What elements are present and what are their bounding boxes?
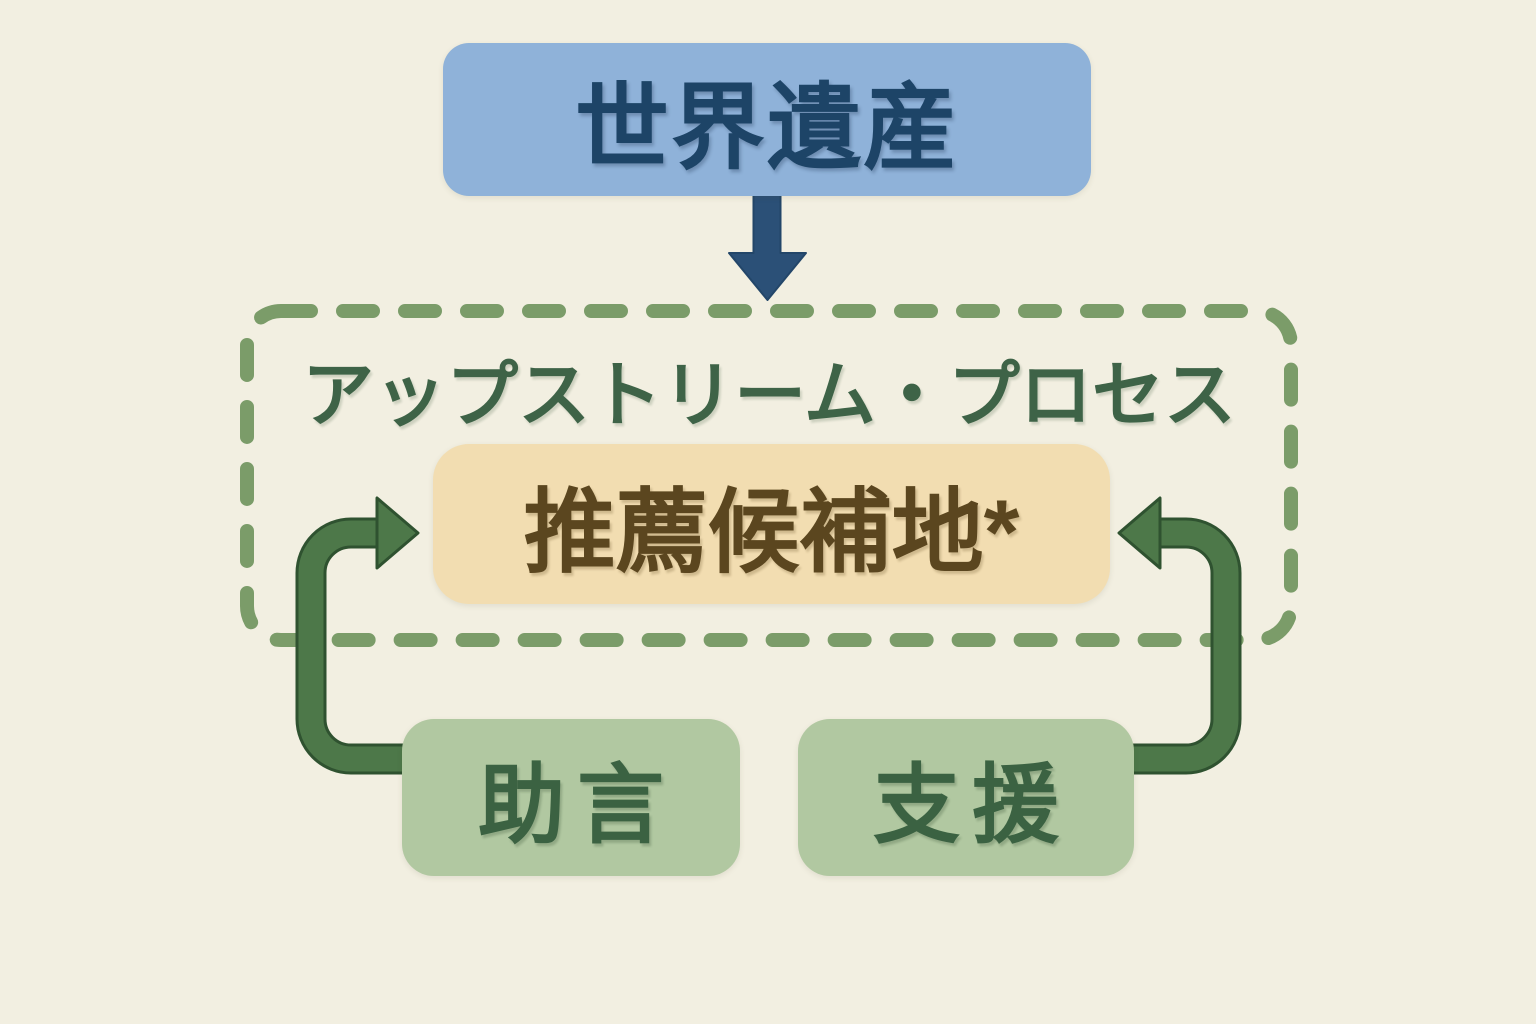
upstream-dashed-boundary xyxy=(240,304,1298,647)
advice-label: 助言 xyxy=(478,756,676,854)
world-heritage-label: 世界遺産 xyxy=(574,74,959,180)
node-world-heritage: 世界遺産 xyxy=(443,43,1091,196)
down-arrow xyxy=(728,192,807,301)
advice-arrow-shaft xyxy=(298,520,415,772)
support-arrow-shaft xyxy=(1121,520,1239,772)
node-advice: 助言 xyxy=(402,719,740,876)
upstream-process-label: アップストリーム・プロセス xyxy=(302,356,1236,436)
support-feedback-arrow xyxy=(1117,496,1242,775)
node-support: 支援 xyxy=(798,719,1134,876)
candidate-site-label: 推薦候補地* xyxy=(523,481,1020,584)
advice-feedback-arrow xyxy=(295,496,420,775)
node-candidate-site: 推薦候補地* xyxy=(433,444,1110,604)
support-arrowhead-icon xyxy=(1117,496,1162,570)
advice-arrowhead-icon xyxy=(375,496,420,570)
support-label: 支援 xyxy=(873,756,1071,854)
